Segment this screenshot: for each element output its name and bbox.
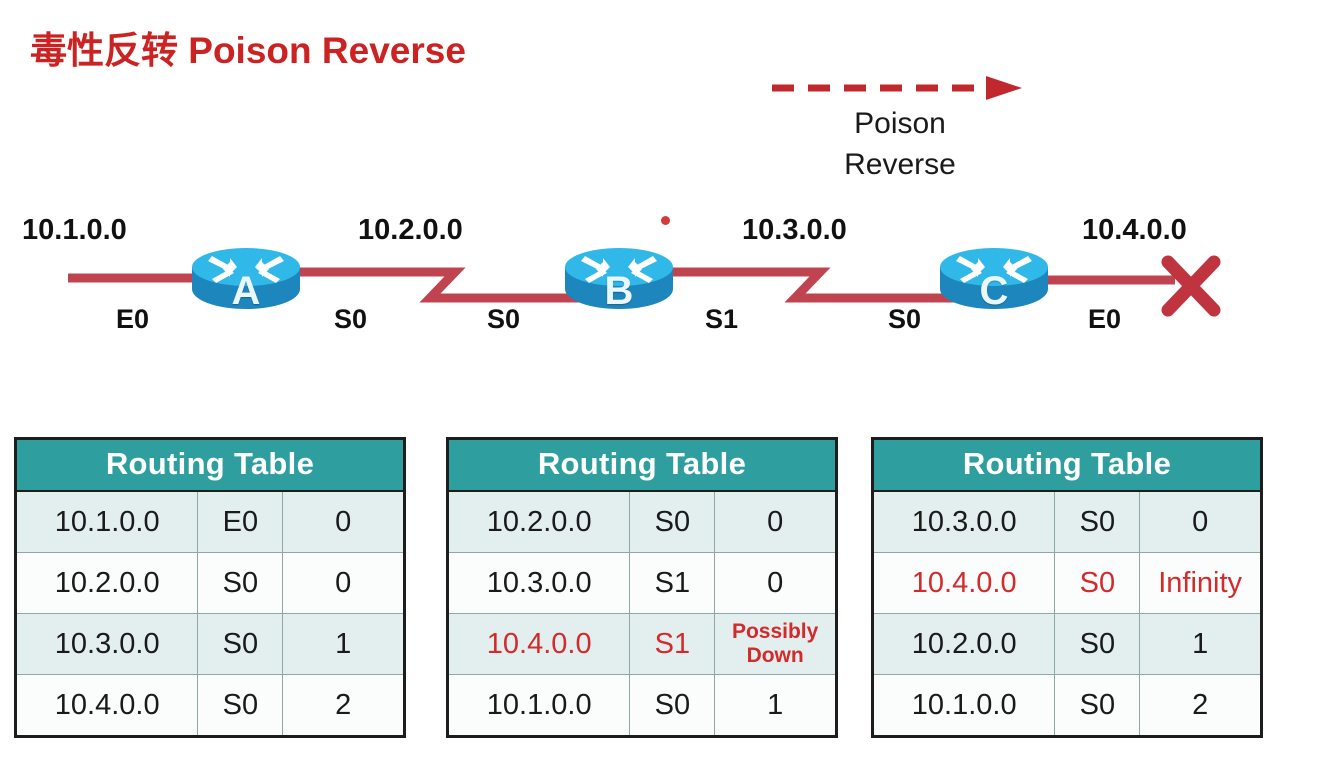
network-label: 10.1.0.0 [22, 214, 127, 246]
routing-table-body: 10.1.0.0 E0 0 10.2.0.0 S0 0 10.3.0.0 S0 … [17, 492, 403, 735]
cell-network: 10.3.0.0 [874, 492, 1056, 552]
cell-network: 10.1.0.0 [17, 492, 199, 552]
interface-label: S0 [334, 304, 368, 334]
cell-network: 10.3.0.0 [17, 614, 199, 674]
cell-network: 10.1.0.0 [874, 675, 1056, 735]
status-line2: Down [746, 644, 804, 668]
router-a[interactable]: A [190, 247, 302, 313]
cell-network: 10.2.0.0 [17, 553, 199, 613]
table-row[interactable]: 10.2.0.0 S0 0 [449, 492, 835, 553]
cell-interface: S0 [198, 675, 284, 735]
cell-network: 10.1.0.0 [449, 675, 631, 736]
cell-interface: S0 [630, 675, 716, 736]
network-topology: 10.1.0.0 10.2.0.0 10.3.0.0 10.4.0.0 A [0, 200, 1317, 350]
interface-label: S1 [705, 304, 739, 334]
interface-label: E0 [1088, 304, 1122, 334]
interface-label: E0 [116, 304, 150, 334]
cell-network: 10.2.0.0 [874, 614, 1056, 674]
router-c[interactable]: C [938, 247, 1050, 313]
routing-table-title: Routing Table [449, 440, 835, 492]
cell-network: 10.4.0.0 [874, 553, 1056, 613]
red-dot-marker [661, 216, 670, 225]
cell-metric: 0 [335, 505, 352, 538]
table-row[interactable]: 10.2.0.0 S0 1 [874, 614, 1260, 675]
interface-label: S0 [487, 304, 521, 334]
routing-table-router-b: Routing Table 10.2.0.0 S0 0 10.3.0.0 S1 … [446, 437, 838, 739]
network-label: 10.4.0.0 [1082, 214, 1187, 246]
status-line1: Possibly [731, 620, 819, 643]
cell-network: 10.4.0.0 [449, 614, 631, 675]
router-b[interactable]: B [563, 247, 675, 313]
cell-metric: 1 [1192, 627, 1209, 660]
cell-interface: E0 [198, 492, 284, 552]
routing-table-router-c: Routing Table 10.3.0.0 S0 0 10.4.0.0 S0 … [871, 437, 1263, 738]
interface-label: S0 [888, 304, 922, 334]
cell-interface: S1 [630, 553, 716, 613]
table-row-possibly-down[interactable]: 10.4.0.0 S1 Possibly Down [449, 614, 835, 676]
network-label: 10.2.0.0 [358, 214, 463, 246]
cell-metric: 0 [335, 566, 352, 599]
poison-reverse-label: Poison Reverse [790, 104, 1010, 185]
cell-interface: S0 [198, 553, 284, 613]
poison-reverse-label-line1: Poison [854, 107, 946, 140]
table-row-infinity[interactable]: 10.4.0.0 S0 Infinity [874, 553, 1260, 614]
cell-metric: 0 [1192, 505, 1209, 538]
table-row[interactable]: 10.2.0.0 S0 0 [17, 553, 403, 614]
cell-metric: 2 [1192, 688, 1209, 721]
cell-metric: 0 [767, 505, 784, 538]
table-row[interactable]: 10.1.0.0 S0 2 [874, 675, 1260, 735]
table-row[interactable]: 10.1.0.0 S0 1 [449, 675, 835, 736]
cell-interface: S0 [630, 492, 716, 552]
poison-reverse-arrow-icon [770, 72, 1025, 104]
routing-table-body: 10.3.0.0 S0 0 10.4.0.0 S0 Infinity 10.2.… [874, 492, 1260, 735]
red-x-icon [1161, 255, 1221, 317]
cell-metric: 2 [335, 688, 352, 721]
table-row[interactable]: 10.3.0.0 S0 1 [17, 614, 403, 675]
routing-table-body: 10.2.0.0 S0 0 10.3.0.0 S1 0 10.4.0.0 S1 … [449, 492, 835, 736]
cell-metric-status: Possibly Down [715, 614, 835, 674]
routing-table-title: Routing Table [874, 440, 1260, 492]
cell-network: 10.4.0.0 [17, 675, 199, 735]
network-links [68, 255, 1221, 317]
cell-metric: 0 [767, 566, 784, 599]
table-row[interactable]: 10.3.0.0 S0 0 [874, 492, 1260, 553]
table-row[interactable]: 10.1.0.0 E0 0 [17, 492, 403, 553]
cell-metric: Infinity [1158, 566, 1243, 599]
table-row[interactable]: 10.3.0.0 S1 0 [449, 553, 835, 614]
cell-network: 10.2.0.0 [449, 492, 631, 552]
cell-interface: S1 [630, 614, 716, 675]
network-label: 10.3.0.0 [742, 214, 847, 246]
page-title: 毒性反转 Poison Reverse [30, 30, 466, 71]
cell-interface: S0 [198, 614, 284, 674]
poison-reverse-label-line2: Reverse [844, 147, 956, 181]
routing-table-router-a: Routing Table 10.1.0.0 E0 0 10.2.0.0 S0 … [14, 437, 406, 738]
routing-table-title: Routing Table [17, 440, 403, 492]
cell-metric: 1 [767, 688, 784, 721]
cell-interface: S0 [1055, 553, 1141, 613]
table-row[interactable]: 10.4.0.0 S0 2 [17, 675, 403, 735]
cell-network: 10.3.0.0 [449, 553, 631, 613]
cell-interface: S0 [1055, 492, 1141, 552]
cell-interface: S0 [1055, 675, 1141, 735]
cell-interface: S0 [1055, 614, 1141, 674]
cell-metric: 1 [335, 627, 352, 660]
